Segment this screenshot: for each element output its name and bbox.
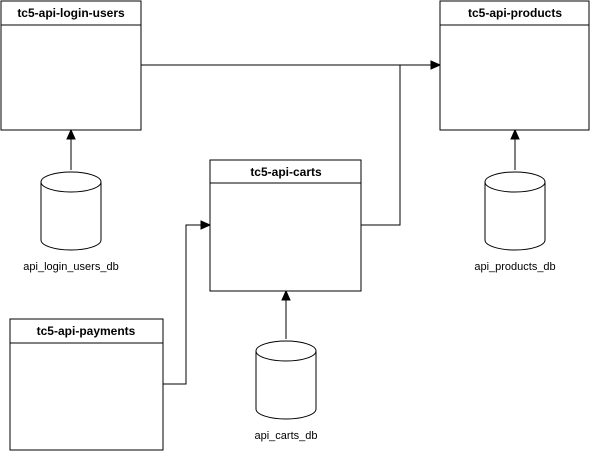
edge-login-to-products (141, 60, 442, 70)
edge-productsdb-to-products (510, 128, 520, 170)
service-title-products: tc5-api-products (468, 6, 562, 20)
database-label-login-users: api_login_users_db (23, 261, 118, 273)
edge-cartsdb-to-carts (281, 289, 291, 339)
service-title-login-users: tc5-api-login-users (17, 6, 125, 20)
service-box-carts: tc5-api-carts (209, 159, 362, 292)
service-title-payments: tc5-api-payments (37, 324, 136, 338)
database-login-users: api_login_users_db (23, 171, 119, 273)
edge-carts-to-products (361, 65, 401, 226)
service-box-products: tc5-api-products (439, 0, 590, 131)
database-products: api_products_db (474, 171, 556, 273)
edge-payments-to-carts (163, 220, 212, 385)
service-box-payments: tc5-api-payments (9, 318, 164, 451)
service-box-login-users: tc5-api-login-users (0, 0, 142, 131)
database-label-products: api_products_db (474, 261, 555, 273)
service-title-carts: tc5-api-carts (250, 165, 322, 179)
edge-logindb-to-login (66, 128, 76, 170)
database-carts: api_carts_db (255, 340, 318, 442)
database-label-carts: api_carts_db (255, 430, 318, 442)
